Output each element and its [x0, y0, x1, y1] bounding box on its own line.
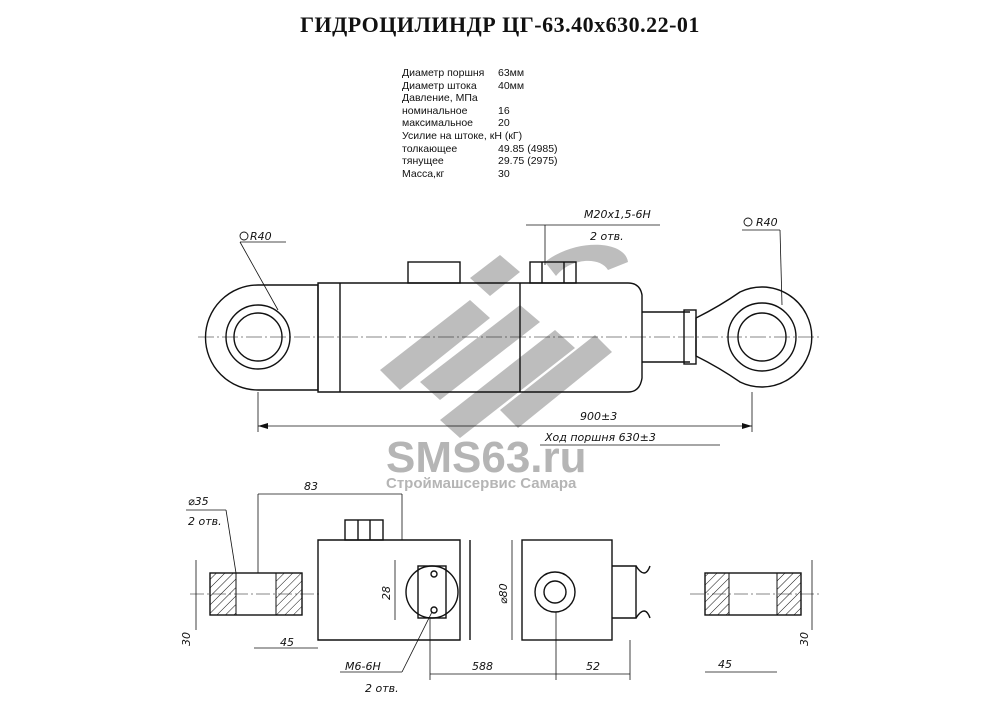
bolt-thread-label: М6-6Н — [345, 660, 381, 673]
left-eye-housing — [204, 284, 319, 391]
port-boss — [529, 261, 577, 284]
spec-label: Диаметр поршня — [402, 67, 485, 79]
spec-label: максимальное — [402, 117, 474, 130]
spec-value: 29.75 (2975) — [498, 155, 558, 168]
end-view — [521, 539, 613, 641]
stroke-label: Ход поршня 630±3 — [544, 431, 656, 444]
end-view-outer-circle — [534, 571, 576, 613]
hole-diameter-label: ⌀35 — [188, 495, 209, 508]
spec-value: 30 — [498, 167, 510, 180]
dim-52-label: 52 — [586, 660, 600, 673]
dim-83-label: 83 — [304, 480, 318, 493]
cylinder-side-view — [317, 539, 461, 641]
bolt-count-label: 2 отв. — [365, 682, 399, 695]
side-port-boss — [344, 519, 384, 541]
cylinder-main-view — [198, 217, 820, 446]
dim-30-left-label: 30 — [180, 632, 193, 646]
spec-value: 49.85 (4985) — [498, 142, 558, 155]
hole-count-label: 2 отв. — [188, 515, 222, 528]
dim-45-right-label: 45 — [718, 658, 732, 671]
drawing-title: ГИДРОЦИЛИНДР ЦГ-63.40х630.22-01 — [300, 12, 700, 37]
spec-value: 63мм — [498, 67, 525, 79]
spec-value: 16 — [498, 104, 510, 117]
spec-label: номинальное — [402, 104, 468, 117]
dim-80-label: ⌀80 — [497, 583, 510, 604]
spec-label: Давление, МПа — [402, 92, 478, 105]
port-thread-label: М20х1,5-6Н — [584, 208, 651, 221]
spec-label: Диаметр штока — [402, 79, 477, 92]
rod-stub — [612, 565, 637, 619]
spec-value: 40мм — [498, 79, 525, 92]
watermark-logo — [380, 244, 628, 438]
dim-45-left-label: 45 — [280, 636, 294, 649]
top-lug — [407, 261, 461, 284]
port-count-label: 2 отв. — [590, 230, 624, 243]
bolt-flange — [405, 565, 459, 619]
bolt-plate — [417, 565, 447, 619]
watermark-name: SMS63.ru — [386, 433, 587, 482]
watermark-subtitle: Строймашсервис Самара — [386, 475, 577, 492]
dim-588-label: 588 — [472, 660, 493, 673]
spec-label: Усилие на штоке, кН (кГ) — [402, 129, 523, 142]
barrel — [317, 282, 643, 393]
dim-30-right-label: 30 — [798, 632, 811, 646]
spec-label: тянущее — [402, 155, 444, 168]
radius-right-label: R40 — [756, 216, 778, 229]
spec-label: толкающее — [402, 142, 458, 155]
section-views — [186, 493, 820, 680]
spec-label: Масса,кг — [402, 167, 445, 180]
dim-28-label: 28 — [380, 586, 393, 600]
spec-value: 20 — [498, 117, 510, 130]
end-view-inner-circle — [543, 580, 567, 604]
right-eye-housing — [695, 286, 813, 388]
radius-left-label: R40 — [250, 230, 272, 243]
overall-length-label: 900±3 — [580, 410, 617, 423]
